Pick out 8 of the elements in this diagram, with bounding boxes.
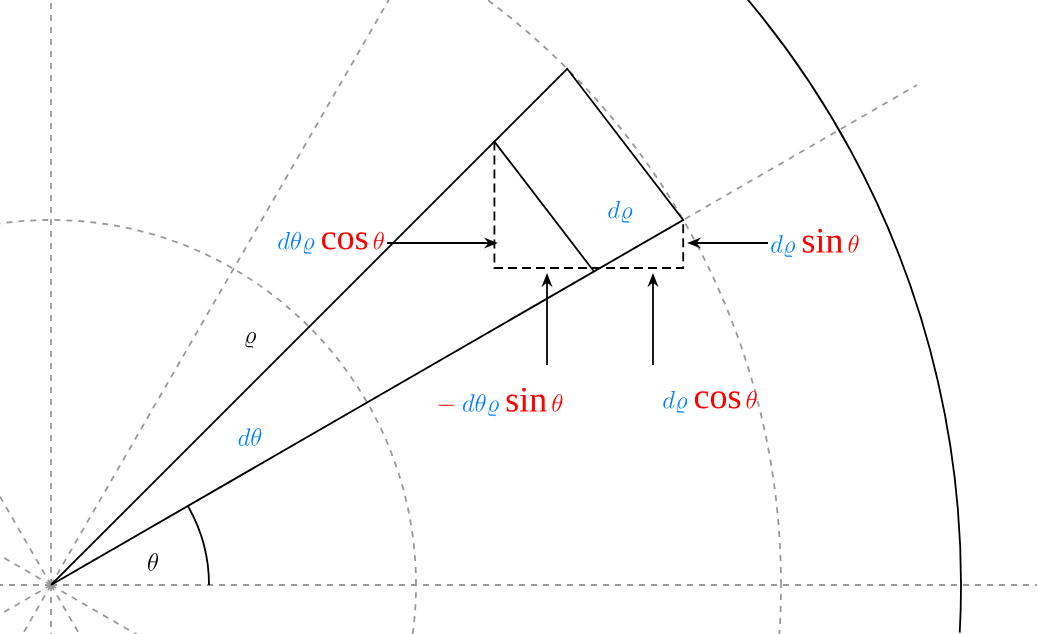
math-label: $-$ $d\theta\varrho$ $\sin\theta$ (438, 387, 563, 417)
math-label: $d\varrho$ $\sin\theta$ (771, 228, 859, 258)
math-label: $\theta$ (148, 553, 158, 571)
math-label: $\varrho$ (245, 331, 256, 348)
math-label: $d\theta\varrho$ $\cos\theta$ (278, 231, 384, 255)
math-label: $d\varrho$ (608, 200, 633, 224)
math-label: $d\varrho$ $\cos\theta$ (663, 390, 757, 414)
math-label: $d\theta$ (238, 428, 262, 446)
